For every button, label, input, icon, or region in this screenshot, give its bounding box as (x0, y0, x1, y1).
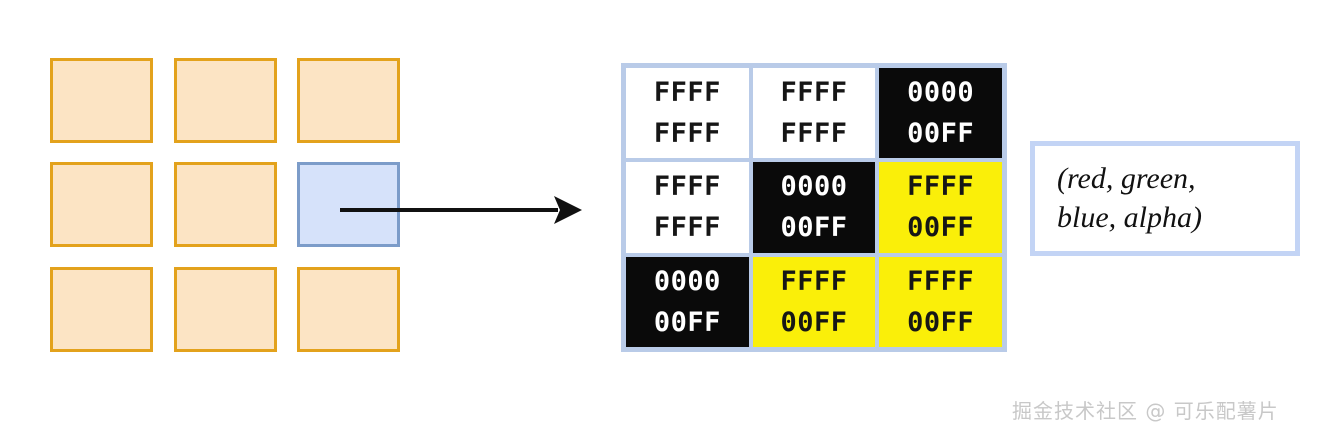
pixel-hex-line1: 0000 (907, 77, 975, 109)
image-cell-r2c0[interactable] (50, 267, 153, 352)
pixel-hex-line2: 00FF (780, 306, 848, 338)
pixel-cell-r2c0[interactable]: 0000 00FF (626, 256, 749, 347)
pixel-hex-line2: 00FF (653, 306, 721, 338)
pixel-hex-line2: FFFF (653, 118, 721, 150)
pixel-cell-r1c0[interactable]: FFFF FFFF (626, 162, 749, 253)
pixel-cell-r0c0[interactable]: FFFF FFFF (626, 68, 749, 159)
image-cell-r1c2-selected[interactable] (297, 162, 400, 247)
legend-box: (red, green, blue, alpha) (1030, 141, 1300, 256)
pixel-cell-r0c1[interactable]: FFFF FFFF (752, 68, 876, 159)
image-cell-r1c0[interactable] (50, 162, 153, 247)
pixel-hex-line1: FFFF (653, 77, 721, 109)
pixel-hex-line2: 00FF (907, 306, 975, 338)
pixel-cell-r2c1[interactable]: FFFF 00FF (752, 256, 876, 347)
pixel-hex-line1: FFFF (907, 171, 975, 203)
pixel-hex-line2: 00FF (907, 212, 975, 244)
image-cell-r0c1[interactable] (174, 58, 277, 143)
pixel-hex-line1: FFFF (907, 265, 975, 297)
image-cell-r1c1[interactable] (174, 162, 277, 247)
pixel-hex-line1: FFFF (780, 265, 848, 297)
image-tile-grid (50, 58, 400, 352)
pixel-hex-line1: FFFF (780, 77, 848, 109)
pixel-cell-r2c2[interactable]: FFFF 00FF (879, 256, 1002, 347)
pixel-hex-line2: 00FF (907, 118, 975, 150)
image-cell-r2c2[interactable] (297, 267, 400, 352)
image-cell-r2c1[interactable] (174, 267, 277, 352)
pixel-hex-line2: FFFF (780, 118, 848, 150)
pixel-hex-line1: 0000 (780, 171, 848, 203)
legend-line-1: (red, green, (1057, 162, 1196, 196)
image-cell-r0c0[interactable] (50, 58, 153, 143)
pixel-hex-line2: FFFF (653, 212, 721, 244)
pixel-cell-r0c2[interactable]: 0000 00FF (879, 68, 1002, 159)
pixel-hex-line1: 0000 (653, 265, 721, 297)
arrow-right-icon (340, 196, 582, 224)
pixel-hex-line1: FFFF (653, 171, 721, 203)
legend-line-2: blue, alpha) (1057, 200, 1202, 234)
pixel-hex-line2: 00FF (780, 212, 848, 244)
pixel-cell-r1c2[interactable]: FFFF 00FF (879, 162, 1002, 253)
image-cell-r0c2[interactable] (297, 58, 400, 143)
pixel-value-grid: FFFF FFFF FFFF FFFF 0000 00FF FFFF FFFF … (621, 63, 1007, 352)
pixel-cell-r1c1[interactable]: 0000 00FF (752, 162, 876, 253)
watermark-text: 掘金技术社区 @ 可乐配薯片 (1012, 399, 1279, 423)
